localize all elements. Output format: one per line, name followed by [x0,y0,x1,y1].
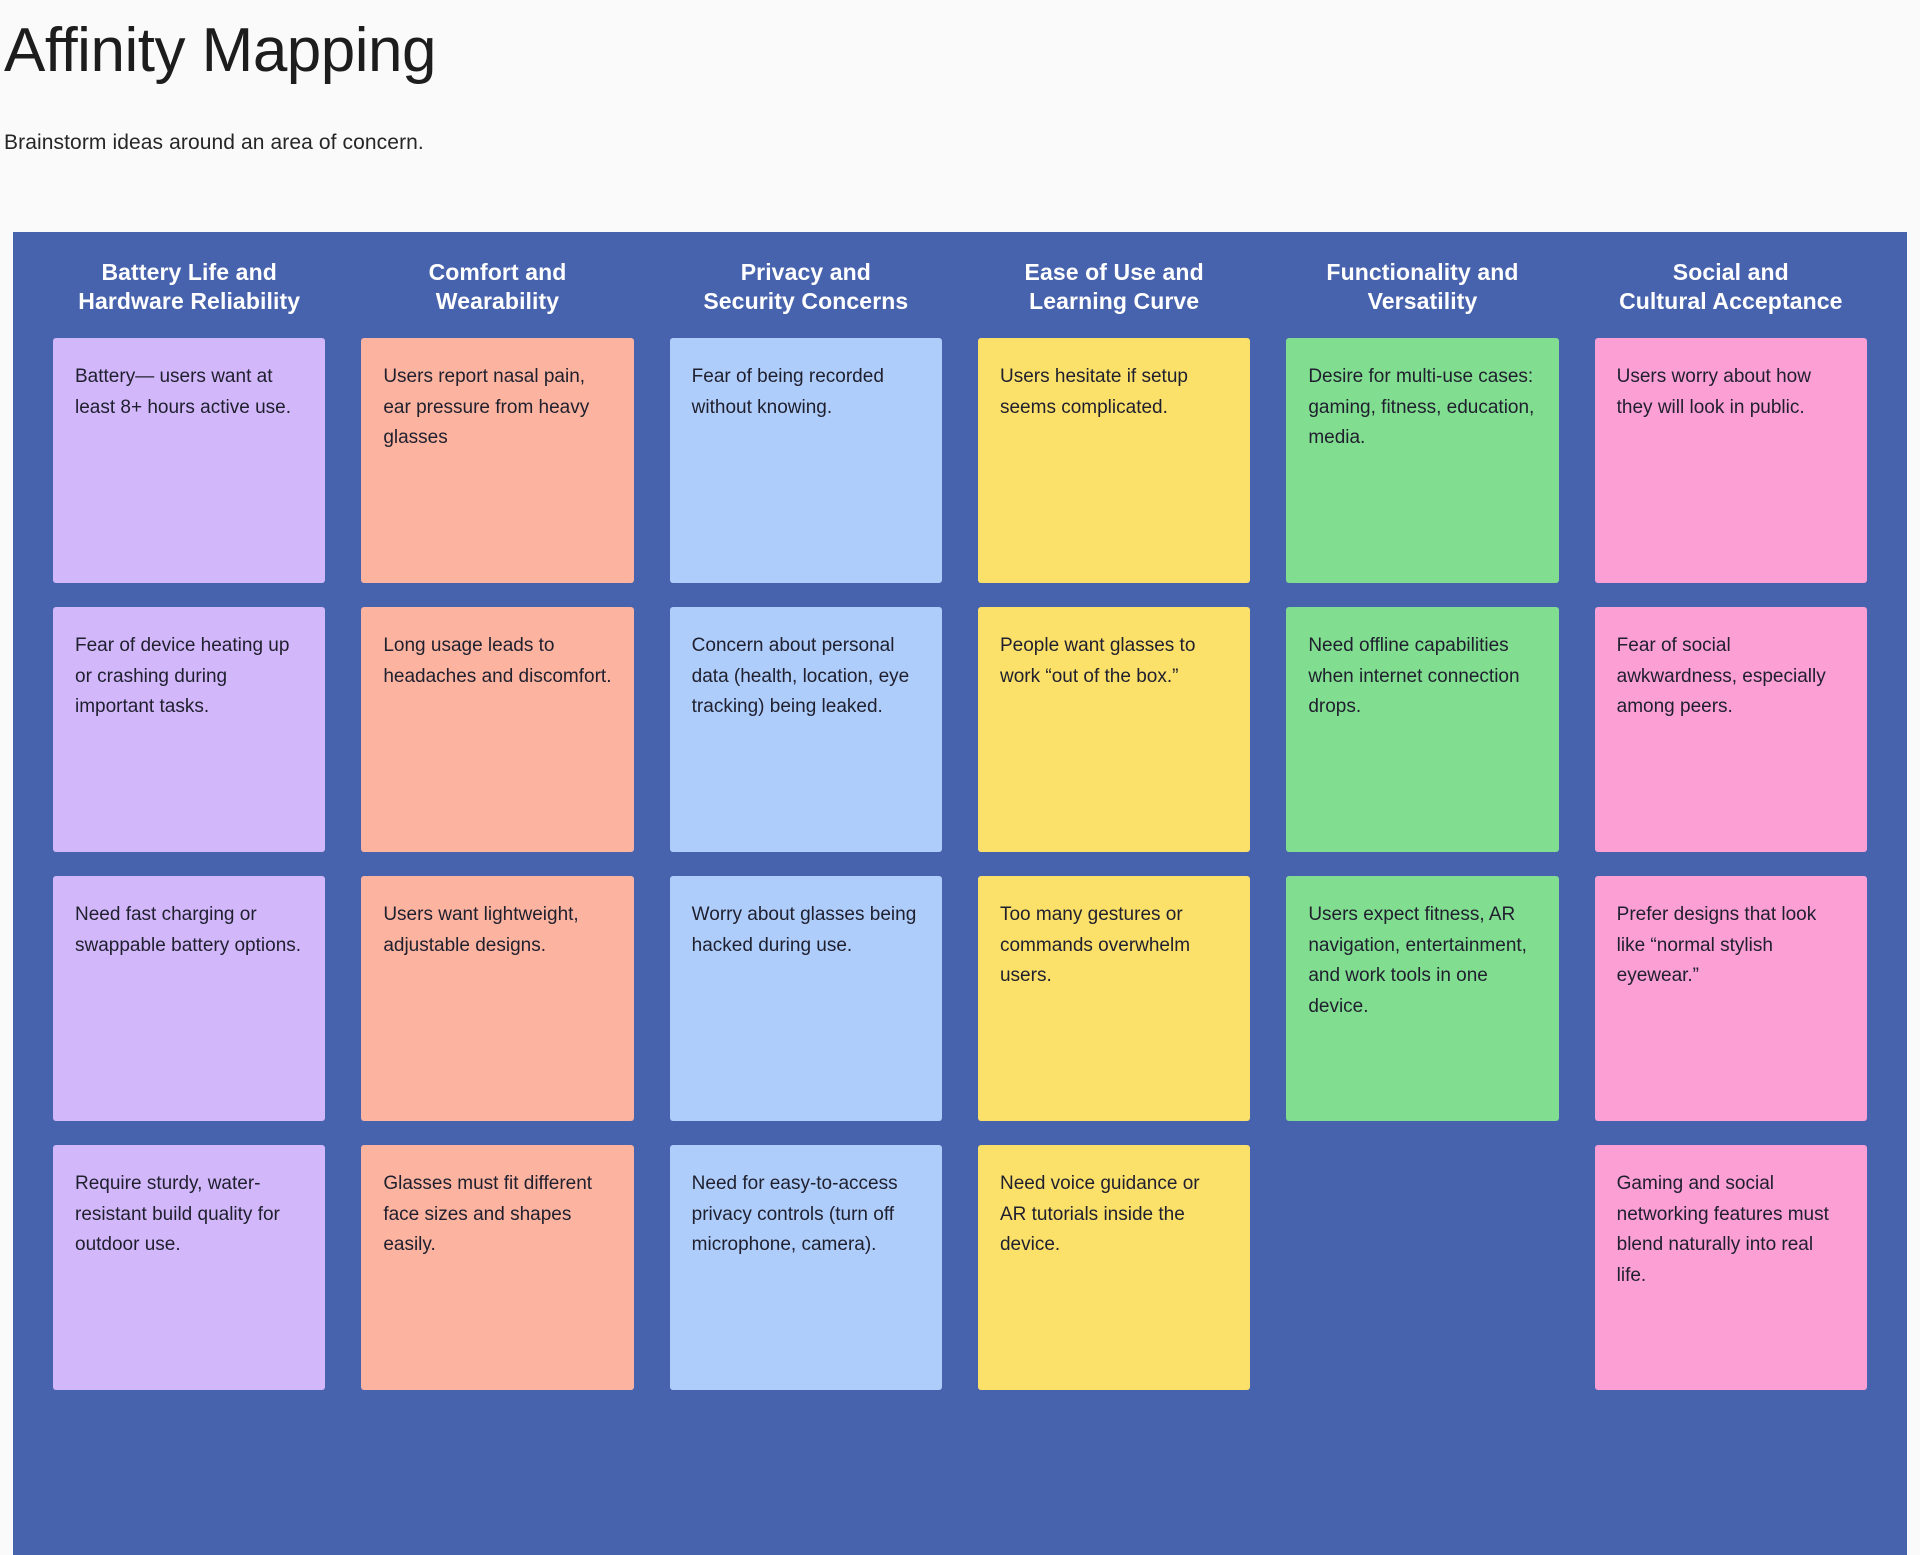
sticky-note[interactable]: Battery— users want at least 8+ hours ac… [53,337,326,583]
sticky-note[interactable]: Fear of device heating up or crashing du… [53,606,326,852]
page-header: Affinity Mapping Brainstorm ideas around… [0,0,1920,155]
sticky-note[interactable]: Users report nasal pain, ear pressure fr… [361,337,634,583]
column-notes: Desire for multi-use cases: gaming, fitn… [1268,337,1576,1390]
column-notes: Battery— users want at least 8+ hours ac… [35,337,343,1390]
sticky-note-text: Prefer designs that look like “normal st… [1616,903,1817,987]
column-notes: Users worry about how they will look in … [1577,337,1885,1390]
sticky-note[interactable]: Need for easy-to-access privacy controls… [669,1144,942,1390]
column-header: Privacy and Security Concerns [703,259,909,314]
sticky-note-text: Worry about glasses being hacked during … [691,903,917,956]
column-notes: Users hesitate if setup seems complicate… [960,337,1268,1390]
sticky-note-text: Need for easy-to-access privacy controls… [691,1172,898,1256]
column-notes: Fear of being recorded without knowing. C… [652,337,960,1390]
sticky-note-text: Fear of being recorded without knowing. [691,365,884,418]
sticky-note-text: Users want lightweight, adjustable desig… [383,903,579,956]
sticky-note-text: Need offline capabilities when internet … [1308,634,1520,718]
sticky-note-text: Users hesitate if setup seems complicate… [999,365,1188,418]
sticky-note-text: Glasses must fit different face sizes an… [383,1172,593,1256]
sticky-note-text: Require sturdy, water-resistant build qu… [75,1172,280,1256]
sticky-note-text: Gaming and social networking features mu… [1616,1172,1829,1287]
sticky-note[interactable]: Desire for multi-use cases: gaming, fitn… [1286,337,1559,583]
sticky-note[interactable]: Users want lightweight, adjustable desig… [361,875,634,1121]
page-subtitle: Brainstorm ideas around an area of conce… [4,131,424,155]
sticky-note[interactable]: Require sturdy, water-resistant build qu… [53,1144,326,1390]
column-header: Functionality and Versatility [1326,259,1519,314]
sticky-note[interactable]: Gaming and social networking features mu… [1594,1144,1867,1390]
sticky-note[interactable]: Long usage leads to headaches and discom… [361,606,634,852]
sticky-note[interactable]: Users worry about how they will look in … [1594,337,1867,583]
sticky-note[interactable]: Concern about personal data (health, loc… [669,606,942,852]
sticky-note[interactable]: People want glasses to work “out of the … [977,606,1251,852]
sticky-note[interactable]: Fear of social awkwardness, especially a… [1594,606,1867,852]
sticky-note[interactable]: Worry about glasses being hacked during … [669,875,942,1121]
sticky-note-text: Long usage leads to headaches and discom… [383,634,612,687]
column-header: Battery Life and Hardware Reliability [78,259,301,314]
sticky-note-text: Desire for multi-use cases: gaming, fitn… [1308,365,1535,449]
sticky-note-text: Too many gestures or commands overwhelm … [999,903,1191,987]
sticky-note[interactable]: Glasses must fit different face sizes an… [361,1144,634,1390]
sticky-note-text: Need fast charging or swappable battery … [75,903,302,956]
column-notes: Users report nasal pain, ear pressure fr… [343,337,651,1390]
sticky-note-text: People want glasses to work “out of the … [999,634,1196,687]
sticky-note[interactable]: Need voice guidance or AR tutorials insi… [977,1144,1251,1390]
column-header: Social and Cultural Acceptance [1619,259,1843,314]
sticky-note[interactable]: Users hesitate if setup seems complicate… [977,337,1251,583]
sticky-note[interactable]: Users expect fitness, AR navigation, ent… [1286,875,1559,1121]
sticky-note-text: Fear of social awkwardness, especially a… [1616,634,1826,718]
sticky-note-text: Need voice guidance or AR tutorials insi… [999,1172,1200,1256]
sticky-note-text: Users expect fitness, AR navigation, ent… [1308,903,1527,1018]
sticky-note-text: Concern about personal data (health, loc… [691,634,910,718]
sticky-note-text: Fear of device heating up or crashing du… [75,634,290,718]
sticky-note-text: Battery— users want at least 8+ hours ac… [75,365,291,418]
sticky-note-text: Users worry about how they will look in … [1616,365,1811,418]
sticky-note[interactable]: Prefer designs that look like “normal st… [1594,875,1867,1121]
sticky-note[interactable]: Fear of being recorded without knowing. [669,337,942,583]
sticky-note[interactable]: Too many gestures or commands overwhelm … [977,875,1251,1121]
sticky-note[interactable]: Need offline capabilities when internet … [1286,606,1559,852]
sticky-note[interactable]: Need fast charging or swappable battery … [53,875,326,1121]
sticky-note-text: Users report nasal pain, ear pressure fr… [383,365,590,449]
page-title: Affinity Mapping [4,16,437,85]
column-header: Ease of Use and Learning Curve [1024,259,1204,314]
column-header: Comfort and Wearability [428,259,567,314]
sticky-note-empty [1286,1145,1558,1390]
